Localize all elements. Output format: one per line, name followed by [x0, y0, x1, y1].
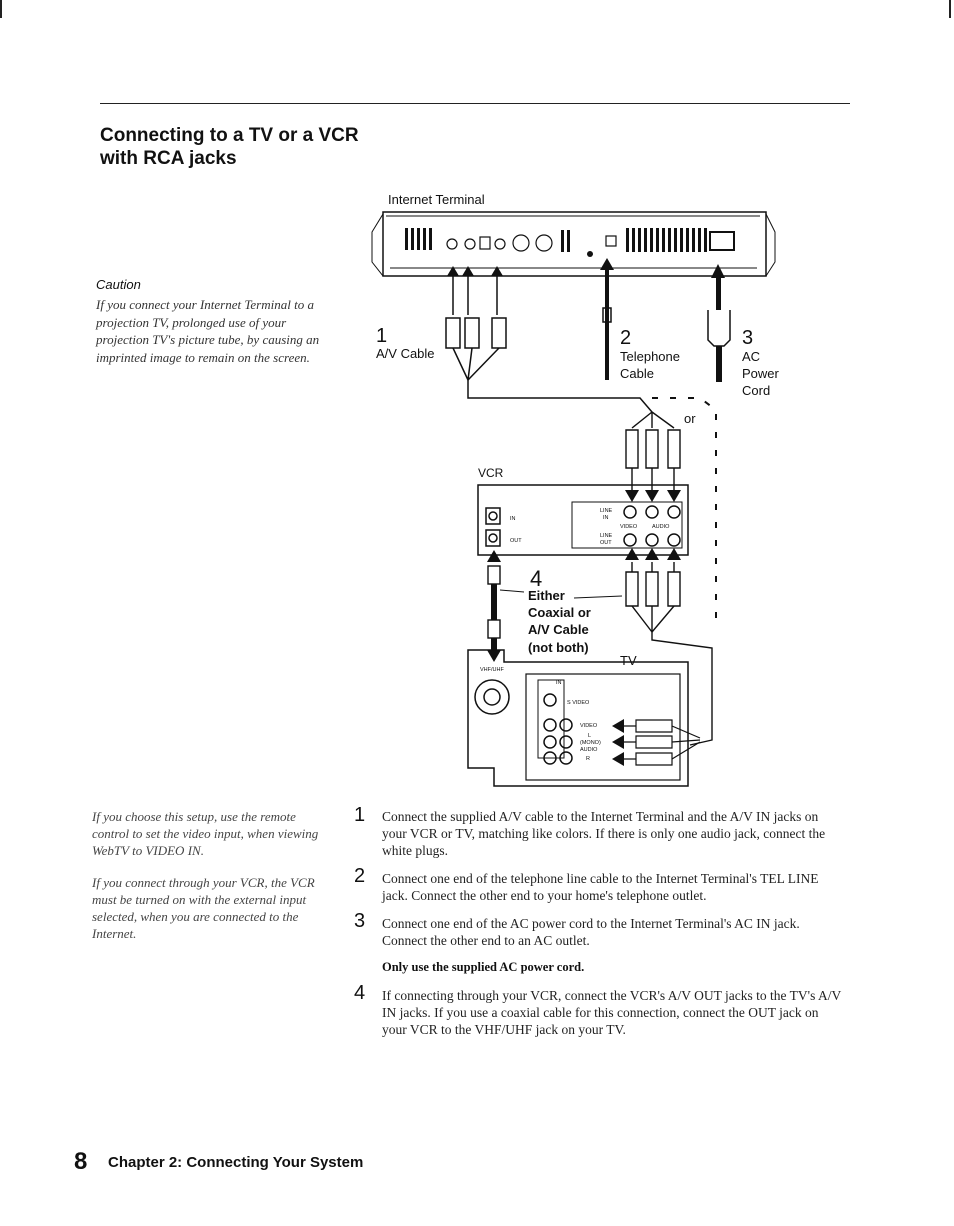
tv-label: TV: [620, 653, 637, 668]
cable4-number: 4: [530, 566, 542, 591]
av-cable-top: [445, 275, 653, 413]
cable3-label-1: AC: [742, 349, 760, 364]
ac-in-jack: [709, 231, 735, 251]
vhf-uhf-jack: [474, 679, 510, 715]
tv-r-label: R: [586, 756, 590, 762]
vcr-in-label: IN: [510, 516, 516, 522]
step-number: 4: [354, 982, 366, 1004]
s-video-jack: [494, 238, 506, 250]
tv-s-video-label: S VIDEO: [567, 700, 590, 706]
step-text: Connect one end of the AC power cord to …: [382, 916, 800, 948]
av-jack-video: [446, 238, 458, 250]
tel-line-jack: [535, 234, 553, 252]
vcr-line-in-2: IN: [603, 515, 609, 521]
tv-in-label: IN: [556, 680, 562, 686]
tv-video-label: VIDEO: [580, 723, 598, 729]
cable2-label-2: Cable: [620, 366, 654, 381]
vhf-uhf-label: VHF/UHF: [480, 667, 504, 673]
header-rule: [100, 103, 850, 104]
internet-terminal-body: [382, 211, 767, 277]
internet-terminal-front: [386, 215, 760, 269]
rf-jack: [479, 236, 491, 250]
vcr-video-label: VIDEO: [620, 524, 638, 530]
vcr-out-label: OUT: [510, 538, 522, 544]
vcr-audio-label: AUDIO: [652, 524, 670, 530]
av-jack-audio-l: [464, 238, 476, 250]
side-note-vcr: If you connect through your VCR, the VCR…: [92, 875, 315, 941]
vcr-line-out-2: OUT: [600, 540, 612, 546]
cable3-number: 3: [742, 327, 753, 349]
caution-body: If you connect your Internet Terminal to…: [96, 297, 320, 365]
side-note-remote: If you choose this setup, use the remote…: [92, 809, 319, 858]
section-title: Connecting to a TV or a VCR with RCA jac…: [100, 125, 359, 169]
cable4-label-3: A/V Cable: [528, 622, 589, 637]
cable1-number: 1: [376, 325, 387, 347]
page-edge-mark-right: [949, 0, 951, 18]
vcr-input-plugs: [625, 411, 681, 490]
cable1-label: A/V Cable: [376, 346, 435, 361]
cable4-label-4: (not both): [528, 640, 589, 655]
cable4-label-2: Coaxial or: [528, 605, 591, 620]
cable3-label-2: Power: [742, 366, 780, 381]
tv-audio-label: AUDIO: [580, 747, 598, 753]
vcr-line-in-1: LINE: [600, 508, 613, 514]
tv-rear-panel: [467, 649, 689, 787]
vcr-line-out-1: LINE: [600, 533, 613, 539]
tv-l-label: L: [588, 733, 591, 739]
page-number: 8: [74, 1148, 88, 1175]
internet-terminal-label: Internet Terminal: [388, 192, 485, 207]
cable3-label-3: Cord: [742, 383, 770, 398]
terminal-vents: [405, 228, 707, 252]
tel-jack: [605, 235, 617, 247]
terminal-jacks: [446, 231, 735, 252]
step-text: Connect the supplied A/V cable to the In…: [382, 809, 826, 858]
step-text: If connecting through your VCR, connect …: [382, 988, 841, 1037]
tv-mono-label: (MONO): [580, 740, 601, 746]
step-text: Connect one end of the telephone line ca…: [382, 871, 819, 903]
caution-heading: Caution: [96, 277, 141, 292]
av-arrows: [447, 266, 503, 276]
keyboard-jack: [512, 234, 530, 252]
cable4-label-1: Either: [528, 588, 565, 603]
chapter-title: Chapter 2: Connecting Your System: [108, 1154, 364, 1171]
vcr-label: VCR: [478, 466, 504, 480]
or-label: or: [684, 411, 696, 426]
vcr-output-plugs: [573, 562, 713, 746]
vcr-rear-panel: [477, 484, 689, 556]
step-number: 2: [354, 865, 366, 887]
page-edge-mark-left: [0, 0, 2, 18]
step-number: 1: [354, 804, 366, 826]
cable2-label-1: Telephone: [620, 349, 680, 364]
cable2-number: 2: [620, 327, 631, 349]
step-number: 3: [354, 910, 366, 932]
step3-warning-note: Only use the supplied AC power cord.: [382, 960, 585, 974]
